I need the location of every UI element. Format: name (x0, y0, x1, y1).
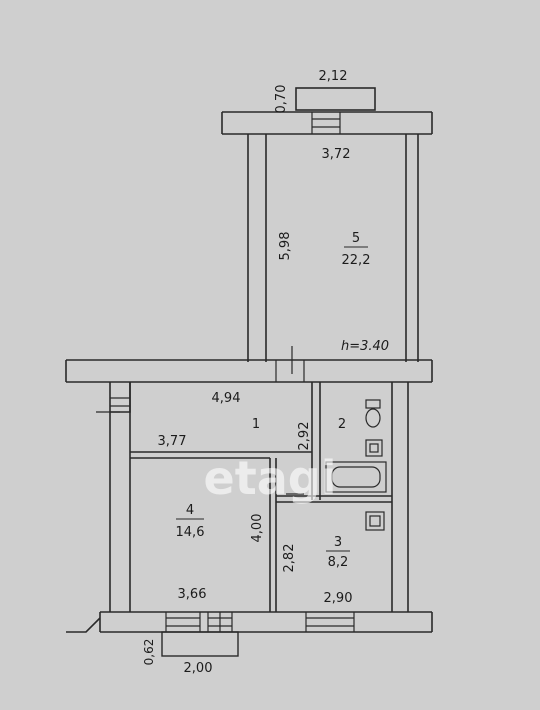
room-5-label: 5 22,2 (342, 231, 371, 268)
window-bottom-3 (305, 612, 355, 632)
room5-side-walls (247, 134, 419, 362)
stair-stub (66, 617, 101, 633)
room4-width-top: 3,77 (158, 434, 187, 449)
room-3-label: 3 8,2 (326, 535, 350, 570)
bathtub-icon (325, 461, 387, 493)
bath-left-wall (311, 382, 321, 500)
watermark-logo: etagi (204, 451, 337, 505)
room-5-number: 5 (352, 231, 360, 246)
hall-corner (110, 382, 131, 413)
window-bottom-2 (207, 612, 233, 632)
room-4-label: 4 14,6 (176, 503, 205, 540)
fixtures (325, 399, 387, 531)
room5-length: 5,98 (278, 232, 293, 261)
balcony-depth-top: 0,70 (274, 85, 289, 114)
bottom-balcony (161, 631, 239, 657)
sink-icon (365, 439, 383, 457)
dimension-labels: 2,12 0,70 3,72 5,98 h=3.40 4,94 2,92 3,7… (142, 69, 389, 676)
window-top (311, 112, 341, 134)
room3-width: 2,90 (324, 591, 353, 606)
top-balcony (295, 87, 376, 111)
right-wall (391, 382, 409, 612)
top-wall (221, 111, 433, 135)
room3-depth: 2,82 (282, 544, 297, 573)
room-labels: 5 22,2 1 2 4 14,6 3 8,2 (176, 231, 371, 570)
room-3-number: 3 (334, 535, 342, 550)
bottom-wall (99, 611, 433, 633)
balcony-width-bottom: 2,00 (184, 661, 213, 676)
room-4-number: 4 (186, 503, 194, 518)
room-4-area: 14,6 (176, 525, 205, 540)
left-wall (109, 382, 131, 612)
room1-width: 4,94 (212, 391, 241, 406)
kitchen-sink-icon (365, 511, 385, 531)
room-1-number: 1 (252, 417, 260, 432)
openings (96, 112, 355, 632)
window-left (96, 397, 130, 413)
room-2-number: 2 (338, 417, 346, 432)
balcony-depth-bottom: 0,62 (142, 639, 156, 666)
room4-length: 4,00 (250, 514, 265, 543)
middle-wall (65, 359, 433, 383)
window-bottom-1 (165, 612, 201, 632)
ceiling-height: h=3.40 (341, 339, 389, 354)
room4-top-wall (130, 451, 312, 459)
room-5-area: 22,2 (342, 253, 371, 268)
room-3-area: 8,2 (328, 555, 349, 570)
toilet-icon (365, 399, 381, 428)
walls (65, 87, 433, 633)
room4-width-bottom: 3,66 (178, 587, 207, 602)
bath-bottom-wall (276, 495, 392, 503)
balcony-width-top: 2,12 (319, 69, 348, 84)
room1-depth: 2,92 (297, 422, 312, 451)
room5-width: 3,72 (322, 147, 351, 162)
room4-right-wall (269, 458, 277, 612)
door-room5 (275, 346, 305, 382)
